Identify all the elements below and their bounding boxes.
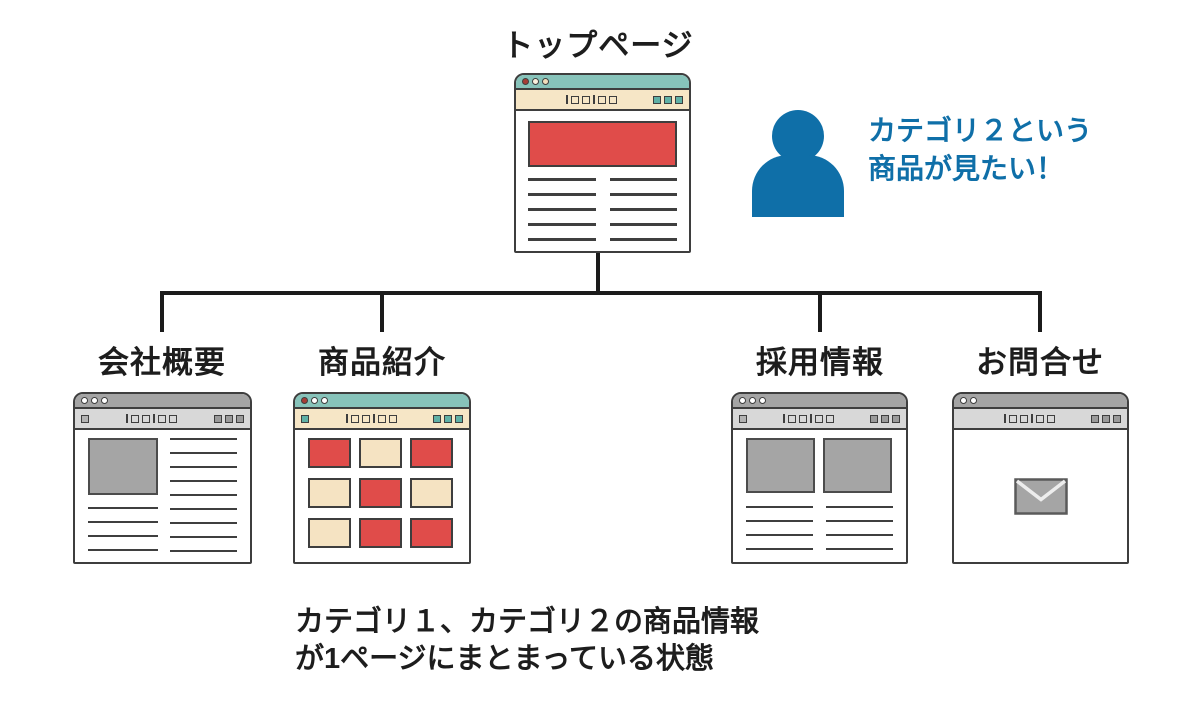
tree-branch-line — [380, 291, 384, 332]
window-dot-icon — [759, 397, 766, 404]
top-page-content — [516, 111, 689, 251]
browser-titlebar — [75, 394, 250, 409]
browser-titlebar — [954, 394, 1127, 409]
toolbar-buttons-icon — [1091, 414, 1121, 423]
text-column — [609, 178, 677, 251]
top-page-window — [514, 73, 691, 253]
address-bar-pattern-icon — [747, 414, 870, 423]
recruit-photo-placeholder — [746, 438, 815, 493]
recruit-page-window — [731, 392, 908, 564]
text-column — [88, 438, 158, 562]
person-head — [772, 110, 824, 162]
toolbar-buttons-icon — [433, 414, 463, 423]
product-thumb-cream — [410, 478, 453, 508]
browser-toolbar — [295, 409, 469, 430]
window-dot-icon — [81, 397, 88, 404]
browser-toolbar — [516, 90, 689, 111]
product-thumb-cream — [308, 518, 351, 548]
product-thumb-red — [410, 518, 453, 548]
product-grid — [295, 430, 469, 562]
callout-line: カテゴリ２という — [868, 115, 1093, 146]
browser-toolbar — [75, 409, 250, 430]
toolbar-square-icon — [301, 414, 309, 423]
text-column — [826, 506, 893, 562]
tree-branch-line — [160, 291, 164, 332]
bottom-caption: カテゴリ１、カテゴリ２の商品情報 が1ページにまとまっている状態 — [295, 604, 759, 678]
company-page-content — [75, 430, 250, 562]
address-bar-pattern-icon — [968, 414, 1091, 423]
tree-trunk-line — [596, 253, 600, 293]
browser-titlebar — [516, 75, 689, 90]
browser-titlebar — [733, 394, 906, 409]
window-dot-icon — [301, 397, 308, 404]
hero-banner — [528, 121, 677, 167]
window-dot-icon — [542, 78, 549, 85]
product-thumb-red — [359, 518, 402, 548]
contact-page-content — [954, 430, 1127, 562]
caption-line: が1ページにまとまっている状態 — [295, 643, 714, 675]
toolbar-buttons-icon — [214, 414, 244, 423]
product-thumb-red — [359, 478, 402, 508]
address-bar-pattern-icon — [530, 95, 653, 104]
browser-toolbar — [733, 409, 906, 430]
envelope-icon — [1013, 477, 1068, 515]
toolbar-buttons-icon — [653, 95, 683, 104]
caption-line: カテゴリ１、カテゴリ２の商品情報 — [295, 606, 760, 638]
window-dot-icon — [91, 397, 98, 404]
company-photo-placeholder — [88, 438, 158, 495]
address-bar-pattern-icon — [309, 414, 433, 423]
callout-line: 商品が見たい！ — [868, 153, 1065, 184]
product-thumb-red — [308, 438, 351, 468]
page-label-recruit: 採用情報 — [756, 345, 884, 380]
text-column — [528, 178, 596, 251]
toolbar-buttons-icon — [870, 414, 900, 423]
address-bar-pattern-icon — [89, 414, 214, 423]
browser-toolbar — [954, 409, 1127, 430]
window-dot-icon — [101, 397, 108, 404]
tree-branch-line — [1038, 291, 1042, 332]
toolbar-square-icon — [739, 414, 747, 423]
browser-titlebar — [295, 394, 469, 409]
visitor-callout-text: カテゴリ２という 商品が見たい！ — [868, 112, 1092, 188]
recruit-page-content — [733, 430, 906, 562]
text-column — [170, 438, 237, 562]
page-label-products: 商品紹介 — [318, 345, 446, 380]
product-thumb-cream — [308, 478, 351, 508]
window-dot-icon — [522, 78, 529, 85]
person-torso — [752, 155, 844, 217]
company-page-window — [73, 392, 252, 564]
tree-branch-line — [818, 291, 822, 332]
person-icon — [752, 110, 844, 217]
products-page-window — [293, 392, 471, 564]
window-dot-icon — [749, 397, 756, 404]
recruit-photo-placeholder — [823, 438, 892, 493]
window-dot-icon — [532, 78, 539, 85]
window-dot-icon — [321, 397, 328, 404]
page-label-company: 会社概要 — [98, 345, 226, 380]
product-thumb-cream — [359, 438, 402, 468]
window-dot-icon — [311, 397, 318, 404]
text-column — [746, 506, 813, 562]
tree-horizontal-line — [160, 291, 1042, 295]
window-dot-icon — [970, 397, 977, 404]
contact-page-window — [952, 392, 1129, 564]
product-thumb-red — [410, 438, 453, 468]
window-dot-icon — [739, 397, 746, 404]
window-dot-icon — [960, 397, 967, 404]
page-label-contact: お問合せ — [976, 345, 1104, 380]
toolbar-square-icon — [81, 414, 89, 423]
top-page-label: トップページ — [502, 28, 694, 63]
